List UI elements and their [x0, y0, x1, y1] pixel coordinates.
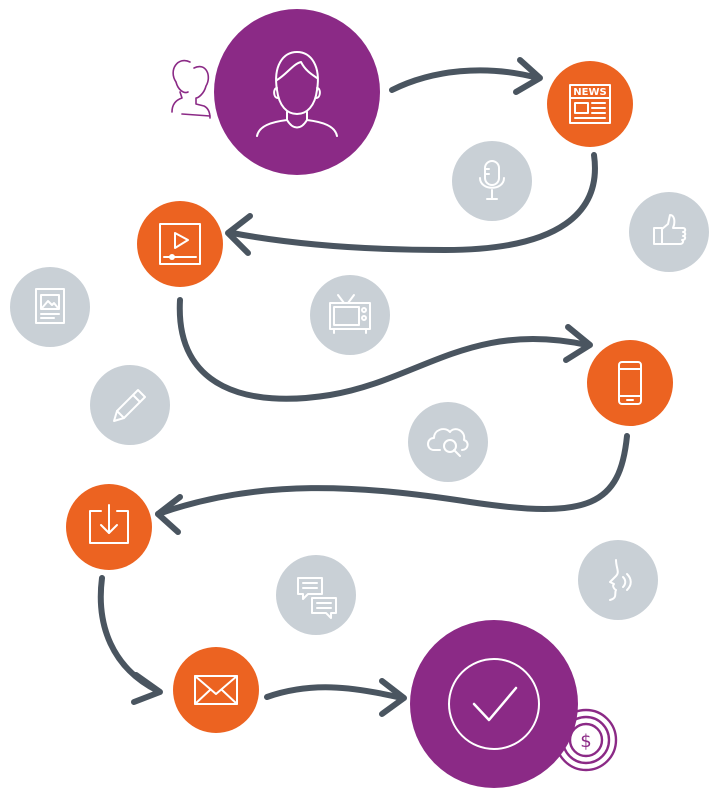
speaking-face-icon [609, 559, 632, 601]
step-email [173, 647, 259, 733]
touchpoint-print-ad [10, 267, 90, 347]
smartphone-icon [618, 361, 642, 405]
arrow-customer-to-news [389, 67, 541, 93]
arrowhead-video [225, 213, 253, 256]
step-download [66, 484, 152, 570]
step-customer [214, 9, 380, 175]
print-ad-icon [35, 288, 65, 324]
touchpoint-chat [276, 555, 356, 635]
dollar-symbol: $ [580, 731, 591, 752]
arrowhead-download [155, 494, 183, 535]
step-mobile [587, 340, 673, 426]
persona-decoration [171, 59, 211, 119]
chat-bubbles-icon [297, 577, 337, 619]
touchpoint-social-like [629, 192, 709, 272]
cloud-search-icon [427, 428, 469, 457]
newspaper-icon: NEWS [569, 84, 611, 124]
touchpoint-tv [310, 275, 390, 355]
television-icon [329, 294, 371, 334]
person-outline-icon [171, 59, 211, 119]
checkmark-icon [448, 658, 540, 750]
arrowhead-news [513, 57, 543, 95]
envelope-icon [194, 675, 238, 705]
step-news: NEWS [547, 61, 633, 147]
person-icon [256, 51, 338, 137]
arrow-news-to-video [229, 152, 598, 253]
arrow-video-to-mobile [176, 297, 590, 402]
pencil-icon [113, 389, 146, 422]
touchpoint-word-of-mouth [578, 540, 658, 620]
step-conversion [410, 620, 578, 788]
arrow-mobile-to-download [155, 433, 630, 517]
arrow-download-to-email [97, 575, 161, 694]
news-label: NEWS [573, 87, 606, 98]
step-video [137, 201, 223, 287]
touchpoint-cloud-search [408, 402, 488, 482]
arrowhead-conversion [379, 678, 407, 717]
arrowhead-email [131, 672, 163, 705]
microphone-icon [479, 160, 505, 200]
download-icon [89, 504, 129, 544]
journey-arrows [97, 57, 630, 717]
touchpoint-podcast [452, 141, 532, 221]
arrow-email-to-conversion [264, 684, 405, 701]
video-play-icon [159, 223, 201, 265]
arrowhead-mobile [563, 324, 593, 363]
thumbs-up-icon [653, 214, 687, 245]
touchpoint-content-writing [90, 365, 170, 445]
